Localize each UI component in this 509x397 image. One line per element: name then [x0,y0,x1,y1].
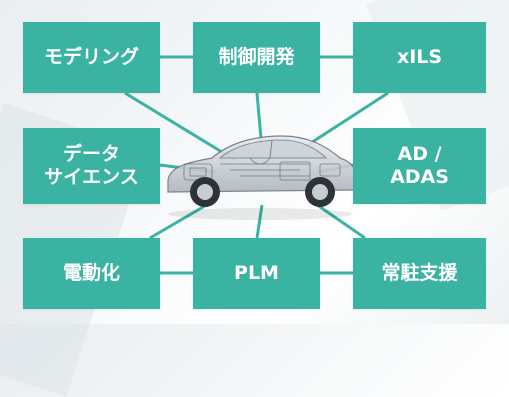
node-data-science: データ サイエンス [23,128,160,204]
connector-xils-car [299,91,389,152]
node-onsite-support: 常駐支援 [353,238,486,309]
node-modeling: モデリング [23,22,160,93]
car-xray-illustration [167,135,357,220]
connector-modeling-car [124,91,236,162]
node-ad-adas: AD / ADAS [353,128,486,204]
node-control-development: 制御開発 [193,22,320,93]
connector-plm-car [255,204,264,239]
node-plm: PLM [193,238,320,309]
node-electrification: 電動化 [23,238,160,309]
node-xils: xILS [353,22,486,93]
